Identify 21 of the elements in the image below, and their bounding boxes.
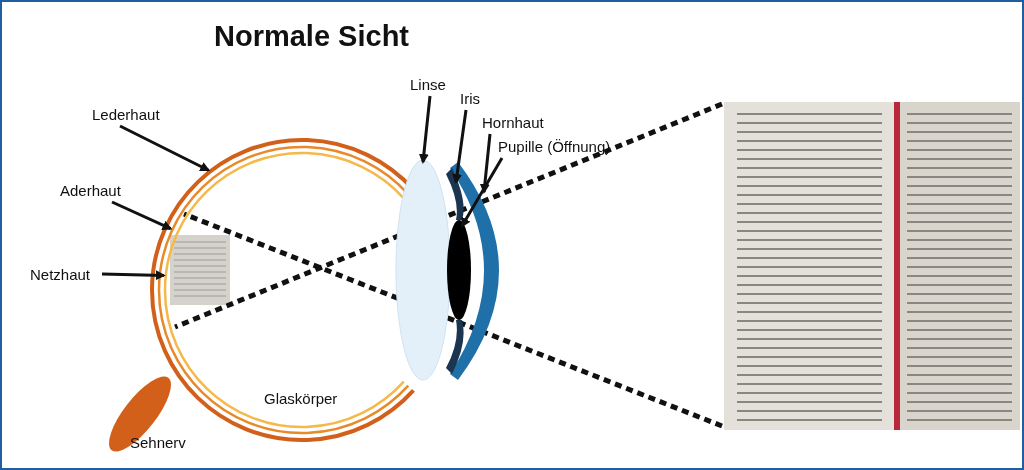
iris-band [446,168,464,374]
diagram-title: Normale Sicht [214,20,409,53]
part-label: Iris [460,90,480,108]
pupil-shape [447,220,471,320]
part-label: Aderhaut [60,182,121,200]
part-label: Sehnerv [130,434,186,452]
leader-line [101,270,166,281]
part-label: Netzhaut [30,266,91,284]
cornea-band [450,162,499,380]
leader-line [452,109,468,184]
part-label: Hornhaut [482,114,544,132]
leader-line [418,95,432,164]
part-label: Pupille (Öffnung) [498,138,611,156]
leader-line [479,133,492,194]
leader-line [460,157,504,228]
leader-line [111,200,173,231]
part-label: Glaskörper [264,390,338,408]
part-label: Lederhaut [92,106,160,124]
leader-line [119,124,211,172]
part-label: Linse [410,76,446,94]
lens-shape [395,159,451,381]
